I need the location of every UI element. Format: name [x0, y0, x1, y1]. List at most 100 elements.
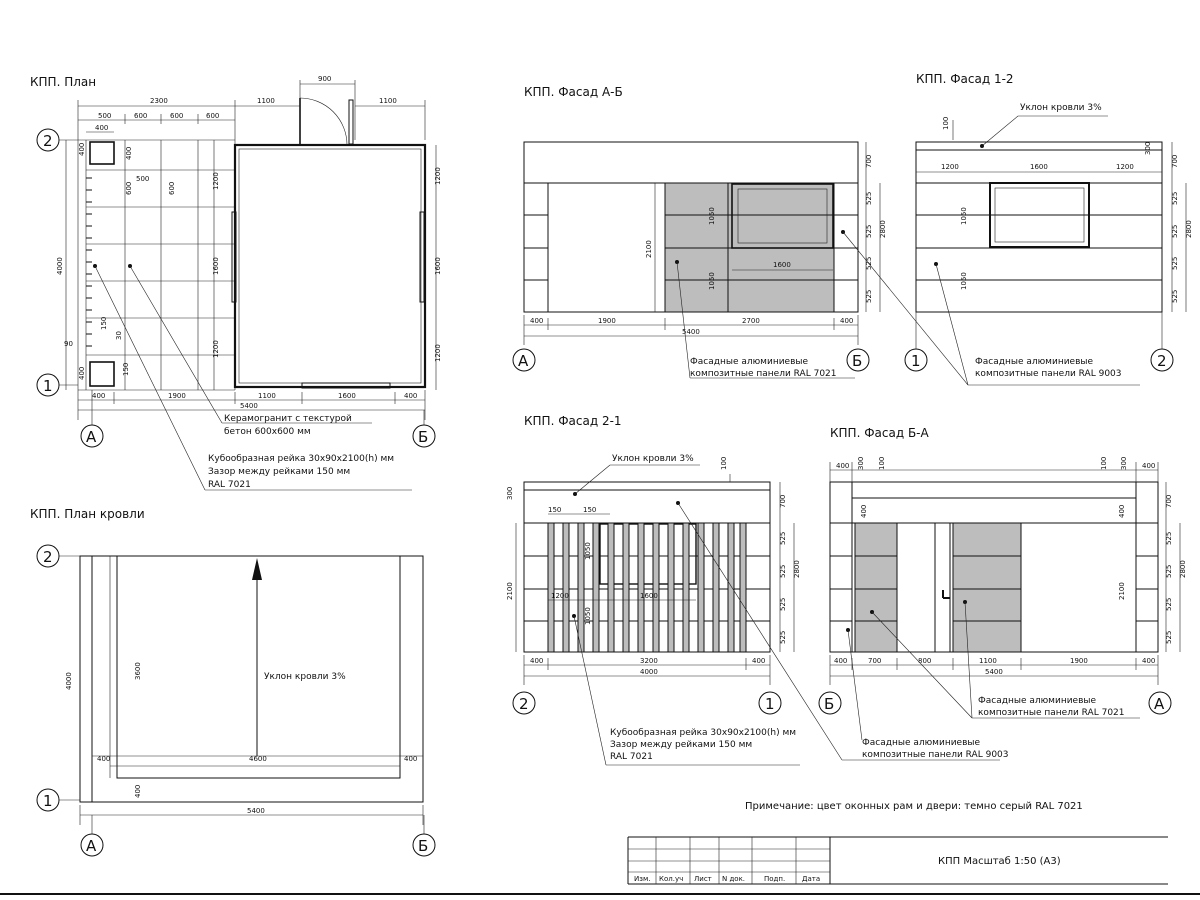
f12-dim-1200-l: 1200	[941, 163, 959, 171]
fab-dim-2800: 2800	[879, 220, 887, 238]
roof-dim-4600: 4600	[249, 755, 267, 763]
f21-dim-525-1: 525	[779, 532, 787, 545]
tb-header-podp: Подп.	[764, 875, 785, 883]
tb-header-izm: Изм.	[634, 875, 650, 883]
plan-dim-400-post-bottom: 400	[78, 367, 86, 380]
fba-dim-525-3: 525	[1165, 598, 1173, 611]
plan-dim-1100-b: 1100	[258, 392, 276, 400]
plan-dim-1200-r1: 1200	[434, 167, 442, 185]
f21-slat-note-line3: RAL 7021	[610, 752, 653, 762]
facade-21-title: КПП. Фасад 2-1	[524, 414, 622, 428]
f12-dim-525-4: 525	[1171, 290, 1179, 303]
roof-dim-5400: 5400	[247, 807, 265, 815]
fab-dim-5400: 5400	[682, 328, 700, 336]
plan-dim-1200-r2: 1200	[434, 344, 442, 362]
plan-dim-150-a: 150	[100, 317, 108, 330]
axis-label-1-roof: 1	[43, 792, 53, 810]
roof-dim-4000: 4000	[65, 672, 73, 690]
facade-ba-title: КПП. Фасад Б-А	[830, 426, 930, 440]
f21-dim-400-l: 400	[530, 657, 543, 665]
axis-bubble-1-f21	[758, 691, 782, 715]
fab-dim-1050-b: 1050	[708, 272, 716, 290]
f21-dim-1050-a: 1050	[584, 542, 592, 560]
fba-dim-5400: 5400	[985, 668, 1003, 676]
plan-dim-1900: 1900	[168, 392, 186, 400]
axis-label-b-plan: Б	[418, 428, 428, 446]
plan-slat-note-line3: RAL 7021	[208, 480, 251, 490]
f12-dim-1050-a: 1050	[960, 207, 968, 225]
f21-dim-3200: 3200	[640, 657, 658, 665]
plan-title: КПП. План	[30, 75, 96, 89]
plan-dim-150-b: 150	[122, 363, 130, 376]
fba-dim-400-v-l: 400	[860, 505, 868, 518]
axis-label-1-f21: 1	[765, 695, 775, 713]
facade-ba-view: КПП. Фасад Б-А 400 400	[818, 426, 1187, 741]
f12-dim-700: 700	[1171, 155, 1179, 168]
f21-dim-150-b: 150	[583, 506, 596, 514]
f21-dim-4000: 4000	[640, 668, 658, 676]
axis-label-2-roof: 2	[43, 548, 53, 566]
f21-dim-525-2: 525	[779, 565, 787, 578]
fba-dim-525-2: 525	[1165, 565, 1173, 578]
fba-dim-2100: 2100	[1118, 582, 1126, 600]
axis-label-b-roof: Б	[418, 837, 428, 855]
f21-roof-slope: Уклон кровли 3%	[612, 454, 694, 464]
fba-dim-525-4: 525	[1165, 631, 1173, 644]
plan-dim-1200-l2: 1200	[212, 340, 220, 358]
axis-label-1-f12: 1	[911, 352, 921, 370]
plan-view: КПП. План 900 2300 1100 1100 500 600 600…	[30, 75, 442, 491]
roof-dim-400-r: 400	[404, 755, 417, 763]
facade-ab-title: КПП. Фасад А-Б	[524, 85, 623, 99]
plan-dim-400-b2: 400	[404, 392, 417, 400]
facade-12-title: КПП. Фасад 1-2	[916, 72, 1014, 86]
plan-dim-600-c: 600	[206, 112, 219, 120]
axis-bubble-a-fba	[1148, 691, 1172, 715]
facade-12-view: КПП. Фасад 1-2 Уклон кровли 3% 100 300 1…	[841, 72, 1193, 386]
fab-dim-400-r: 400	[840, 317, 853, 325]
plan-dim-400-b1: 400	[92, 392, 105, 400]
f12-panel-note-line1: Фасадные алюминиевые	[975, 357, 1094, 367]
f12-dim-1050-b: 1050	[960, 272, 968, 290]
plan-dim-500: 500	[98, 112, 111, 120]
roof-slope-label: Уклон кровли 3%	[264, 672, 346, 682]
axis-label-a-fba: А	[1154, 695, 1165, 713]
fba-dim-1100: 1100	[979, 657, 997, 665]
f12-dim-300: 300	[1144, 142, 1152, 155]
plan-tile-note-line1: Керамогранит с текстурой	[224, 414, 352, 424]
f12-dim-525-2: 525	[1171, 225, 1179, 238]
fba-dim-400-v-r: 400	[1118, 505, 1126, 518]
axis-label-a-fab: А	[518, 352, 529, 370]
facade-ab-view: КПП. Фасад А-Б 1600 1050 1050 2100 700 5…	[512, 85, 887, 379]
axis-bubble-b-fab	[846, 348, 870, 372]
f21-panel-note-line1: Фасадные алюминиевые	[862, 738, 981, 748]
f21-panel-note-line2: композитные панели RAL 9003	[862, 750, 1009, 760]
fab-dim-2100: 2100	[645, 240, 653, 258]
axis-bubble-a-fab	[512, 348, 536, 372]
f21-dim-1050-b: 1050	[584, 607, 592, 625]
tb-header-ndok: N док.	[722, 875, 745, 883]
fab-panel-note-line2: композитные панели RAL 7021	[690, 369, 837, 379]
plan-tile-note-line2: бетон 600х600 мм	[224, 427, 311, 437]
axis-label-a-roof: А	[86, 837, 97, 855]
roof-dim-400-v: 400	[134, 785, 142, 798]
f21-dim-150-a: 150	[548, 506, 561, 514]
f21-dim-2800: 2800	[793, 560, 801, 578]
axis-label-2-plan: 2	[43, 132, 53, 150]
f12-roof-slope: Уклон кровли 3%	[1020, 103, 1102, 113]
fba-dim-400-r: 400	[1142, 657, 1155, 665]
plan-dim-30: 30	[115, 331, 123, 340]
f21-slats	[547, 522, 747, 653]
f21-dim-300: 300	[506, 487, 514, 500]
fab-dim-525-3: 525	[865, 257, 873, 270]
axis-bubble-2-f21	[512, 691, 536, 715]
fba-dim-300-l: 300	[857, 457, 865, 470]
fba-dim-700: 700	[1165, 495, 1173, 508]
axis-label-a-plan: А	[86, 428, 97, 446]
plan-dim-1100-left: 1100	[257, 97, 275, 105]
fab-dim-1600: 1600	[773, 261, 791, 269]
fba-dim-400-l: 400	[834, 657, 847, 665]
f12-dim-100: 100	[942, 117, 950, 130]
f12-dim-2800: 2800	[1185, 220, 1193, 238]
axis-label-b-fba: Б	[824, 695, 834, 713]
